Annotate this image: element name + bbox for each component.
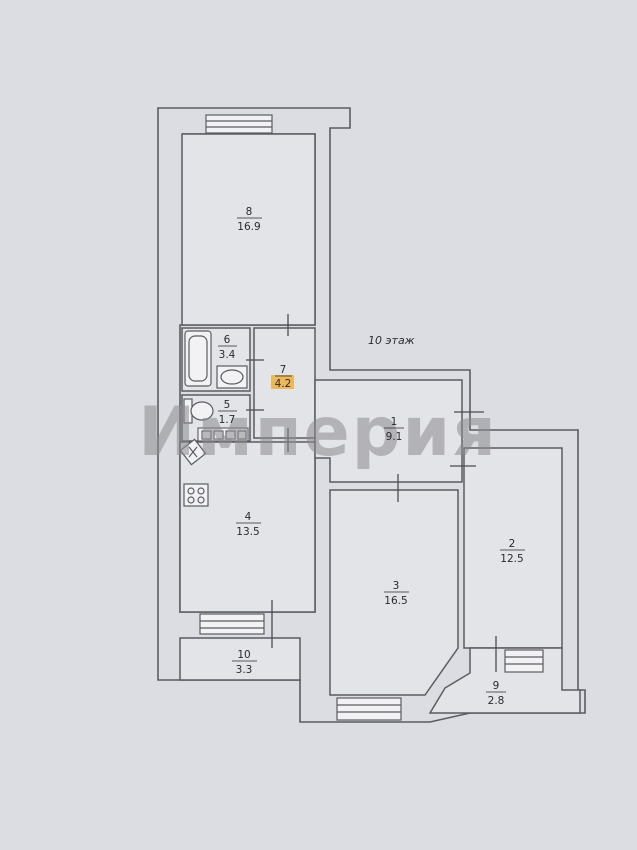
window-icon (504, 649, 544, 673)
room-10-label: 10 3.3 (232, 649, 257, 676)
kitchen-counter-icon (197, 427, 249, 442)
room-6-label: 6 3.4 (218, 334, 237, 361)
window-icon (336, 697, 402, 721)
room-number: 4 (245, 511, 252, 523)
room-number: 2 (509, 538, 516, 550)
room-4-floor (179, 441, 316, 613)
room-area: 9.1 (386, 431, 403, 443)
room-area: 16.9 (237, 221, 260, 233)
room-4-label: 4 13.5 (236, 511, 261, 538)
watermark: Империя (138, 393, 498, 472)
window-icon (199, 613, 265, 635)
room-8-floor (181, 133, 316, 326)
room-number: 7 (280, 364, 287, 376)
room-number: 1 (391, 416, 398, 428)
bathtub-icon (184, 330, 212, 387)
kitchen-sink-icon (179, 438, 207, 466)
room-area: 13.5 (236, 526, 259, 538)
highlight-marker (271, 375, 294, 389)
room-number: 5 (224, 399, 231, 411)
room-area: 2.8 (488, 695, 505, 707)
room-number: 6 (224, 334, 231, 346)
room-10-floor (179, 637, 301, 681)
room-2-floor (463, 447, 563, 649)
room-number: 8 (246, 206, 253, 218)
room-1-label: 1 9.1 (384, 416, 404, 443)
room-9-label: 9 2.8 (486, 680, 506, 707)
toilet-icon (183, 398, 214, 424)
room-area: 3.4 (219, 349, 236, 361)
doors (246, 314, 497, 672)
room-3-label: 3 16.5 (384, 580, 409, 607)
room-1-floor (314, 379, 463, 483)
room-number: 10 (237, 649, 250, 661)
windows (199, 114, 544, 721)
room-area: 3.3 (236, 664, 253, 676)
room-area: 4.2 (275, 378, 292, 390)
room-number: 9 (493, 680, 500, 692)
room-area: 1.7 (219, 414, 236, 426)
room-3-floor (329, 489, 459, 696)
room-area: 12.5 (500, 553, 523, 565)
room-8-label: 8 16.9 (237, 206, 262, 233)
exterior-outline (157, 107, 586, 723)
sink-icon (216, 365, 248, 389)
floor-label: 10 этаж (368, 334, 415, 347)
room-2-label: 2 12.5 (500, 538, 525, 565)
room-5-label: 5 1.7 (218, 399, 237, 426)
stove-icon (183, 483, 209, 507)
room-area: 16.5 (384, 595, 407, 607)
window-icon (205, 114, 273, 134)
room-7-label: 7 4.2 (275, 364, 292, 390)
room-number: 3 (393, 580, 400, 592)
